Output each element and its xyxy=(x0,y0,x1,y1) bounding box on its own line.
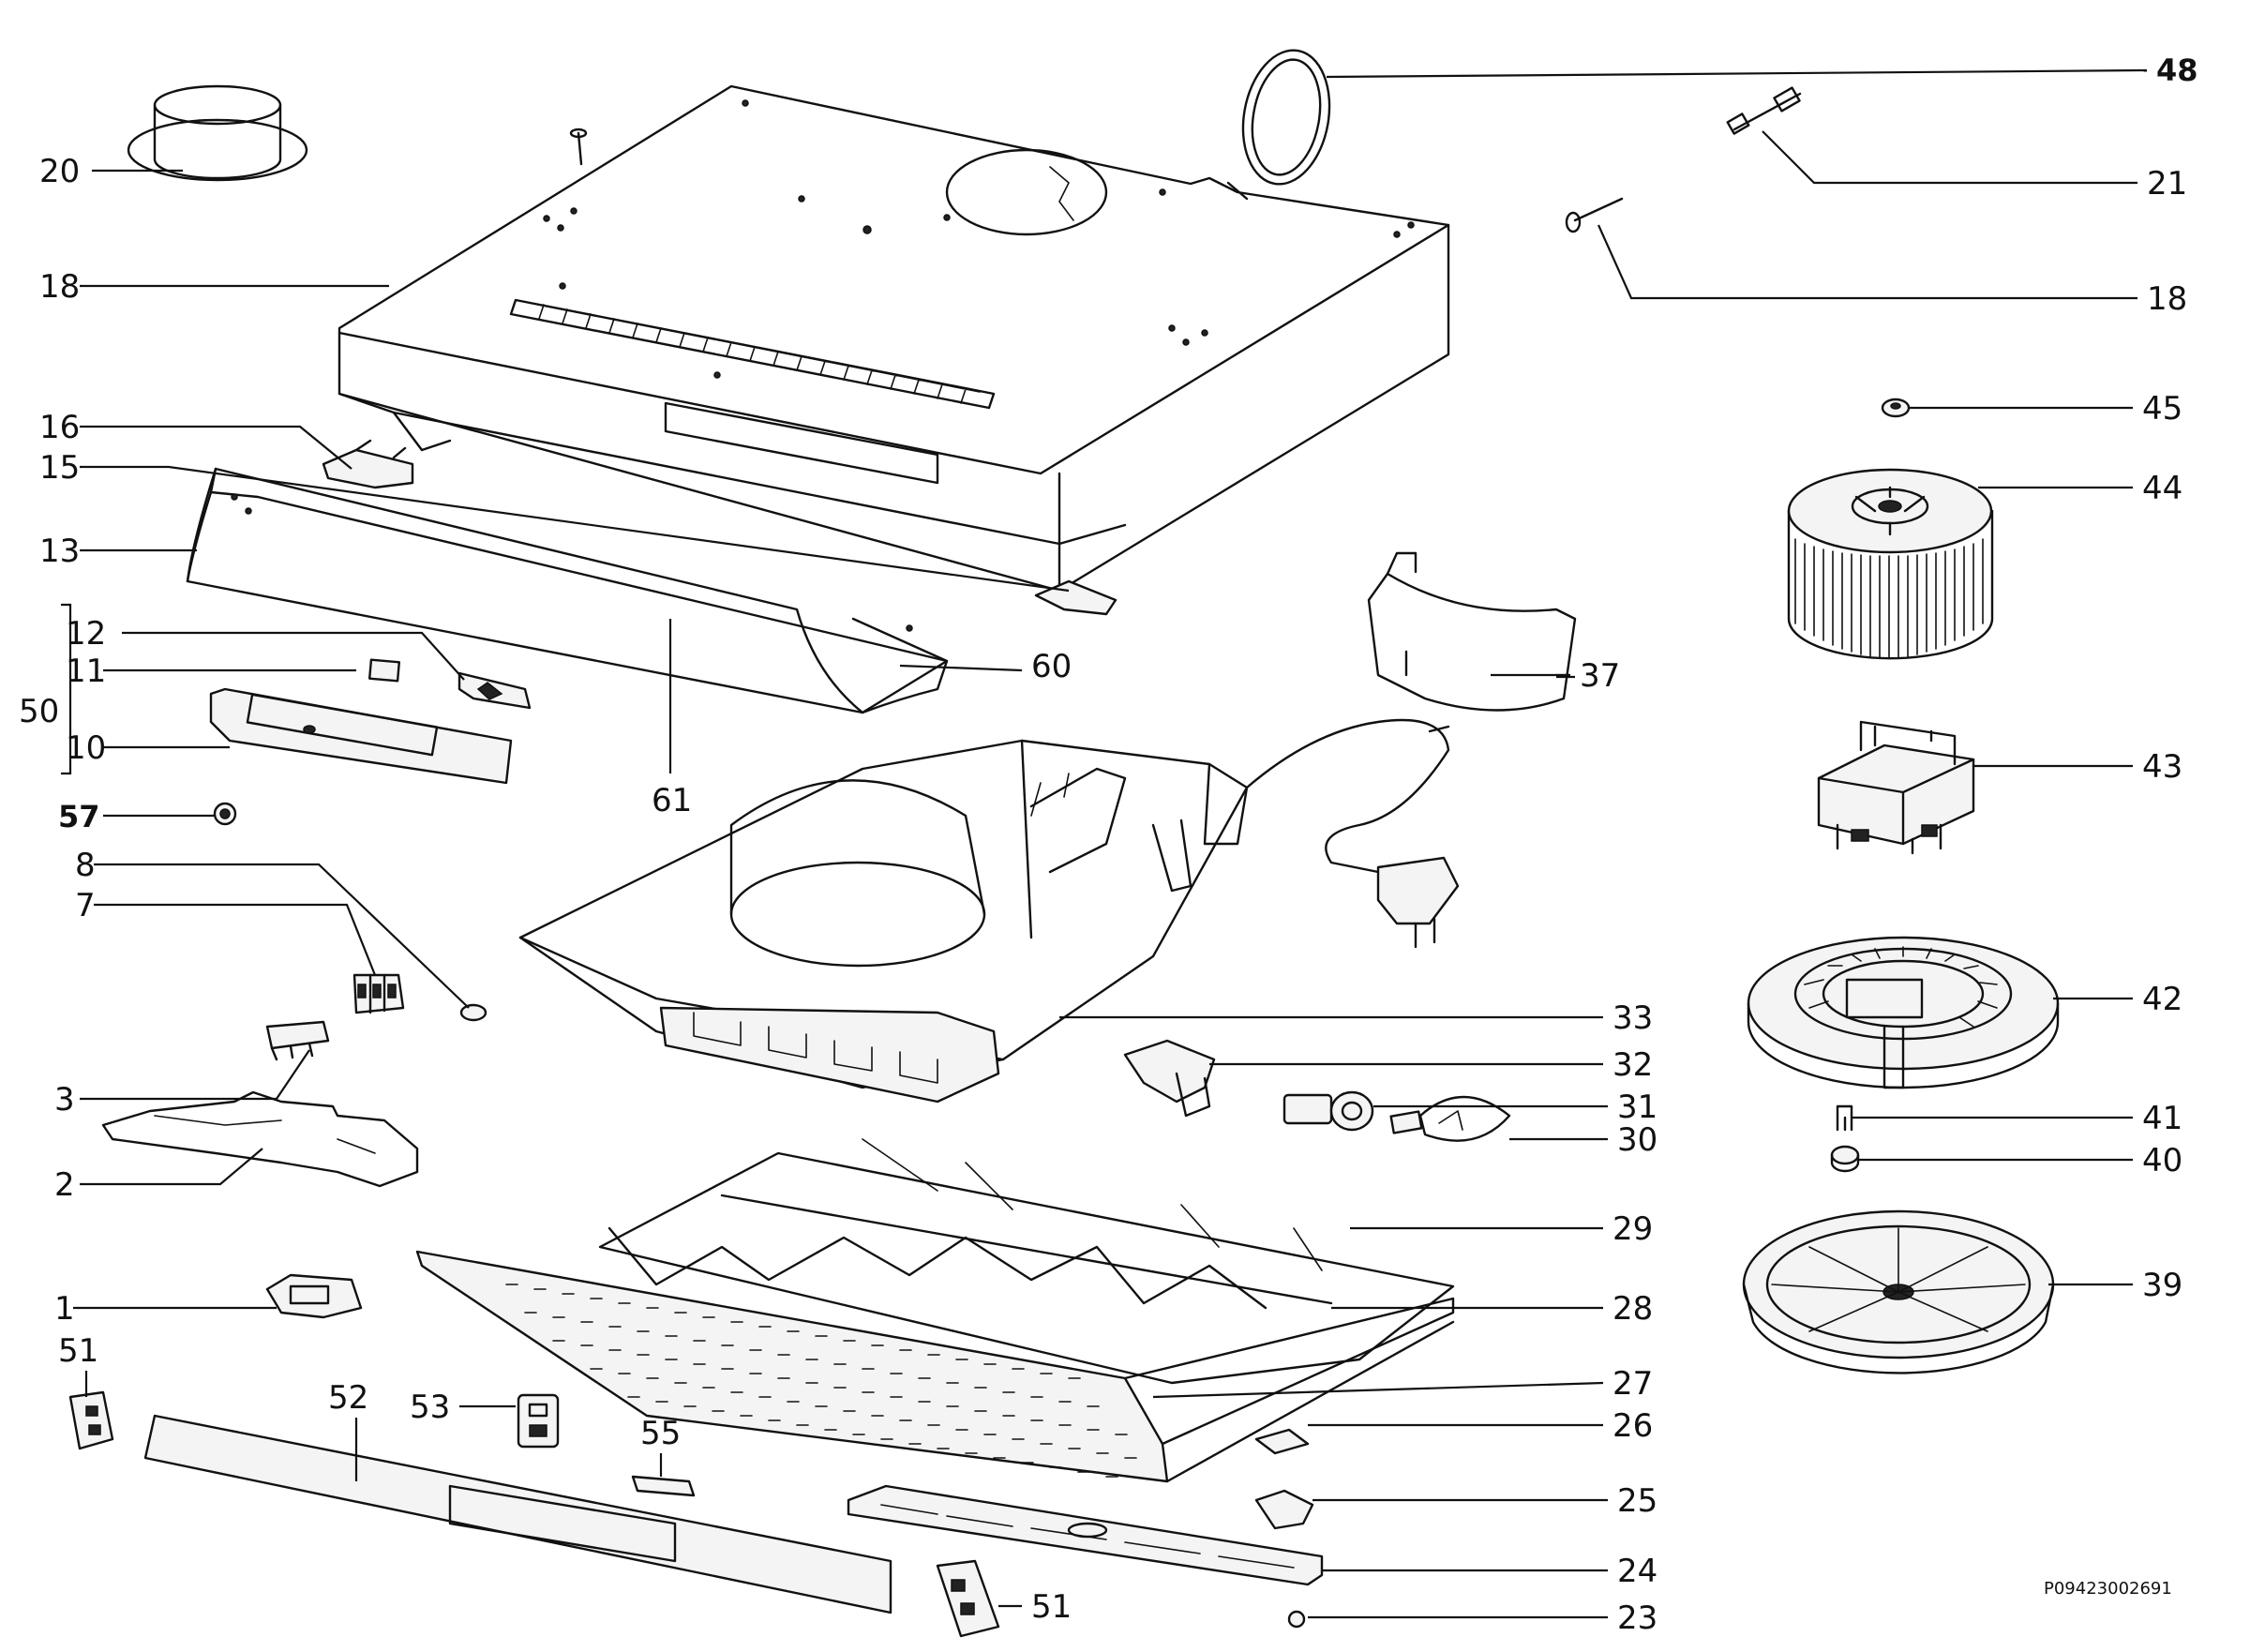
callout-3: 3 xyxy=(54,1081,75,1119)
part-44-fan-impeller xyxy=(1787,468,1994,660)
callout-48: 48 xyxy=(2156,53,2198,88)
part-55-clip xyxy=(631,1475,696,1497)
part-51-end-cap-left xyxy=(68,1390,114,1450)
callout-labels: 48 21 18 45 44 37 43 42 33 32 31 30 41 4… xyxy=(19,53,2198,1637)
part-13-front-panel xyxy=(186,467,949,714)
part-23-screw xyxy=(1287,1610,1306,1629)
callout-16: 16 xyxy=(39,409,80,446)
part-7-switch-block xyxy=(352,973,405,1014)
callout-52: 52 xyxy=(328,1379,368,1417)
part-24-control-strip xyxy=(847,1484,1324,1586)
reference-code: P09423002691 xyxy=(2044,1579,2172,1599)
part-37-cable-cover xyxy=(1367,551,1577,712)
part-30-bulb xyxy=(1389,1095,1511,1142)
callout-51-right: 51 xyxy=(1031,1588,1072,1626)
part-31-lamp-socket xyxy=(1282,1090,1374,1132)
part-25-clip xyxy=(1254,1489,1314,1530)
callout-12: 12 xyxy=(66,615,106,653)
callout-61: 61 xyxy=(652,782,692,819)
part-27-grease-filter xyxy=(415,1250,1455,1483)
callout-25: 25 xyxy=(1617,1482,1658,1520)
callout-53: 53 xyxy=(410,1389,450,1426)
part-1-bracket xyxy=(265,1273,363,1319)
callout-32: 32 xyxy=(1612,1046,1653,1084)
callout-1: 1 xyxy=(54,1290,75,1328)
callout-2: 2 xyxy=(54,1166,75,1204)
part-2-bracket xyxy=(101,1090,419,1188)
callout-11: 11 xyxy=(66,653,106,690)
part-18-hood-body xyxy=(338,84,1450,593)
part-51-end-cap-right xyxy=(936,1559,1000,1638)
part-18-screw-right xyxy=(1565,197,1624,233)
part-33-blower-housing xyxy=(518,739,1249,1104)
callout-18-left: 18 xyxy=(39,268,80,306)
callout-50: 50 xyxy=(19,693,59,730)
callout-51-left: 51 xyxy=(58,1332,98,1370)
callout-33: 33 xyxy=(1612,999,1653,1037)
part-48-ring xyxy=(1241,49,1331,186)
callout-8: 8 xyxy=(75,847,96,884)
callout-29: 29 xyxy=(1612,1210,1653,1248)
callout-28: 28 xyxy=(1612,1290,1653,1328)
part-39-fan-cover xyxy=(1742,1209,2055,1374)
part-3-connector xyxy=(265,1020,330,1061)
part-power-cord xyxy=(1245,718,1460,949)
part-41-clip xyxy=(1836,1104,1853,1132)
callout-23: 23 xyxy=(1617,1599,1658,1637)
callout-18-right: 18 xyxy=(2147,280,2187,318)
part-12-lens xyxy=(458,671,532,710)
callout-39: 39 xyxy=(2142,1267,2182,1304)
part-16-hinge xyxy=(322,411,1118,616)
part-11-button xyxy=(368,658,401,683)
part-26-clip xyxy=(1254,1428,1310,1455)
part-21-fastener xyxy=(1726,86,1802,135)
callout-57: 57 xyxy=(58,799,100,834)
callout-43: 43 xyxy=(2142,748,2182,786)
callout-13: 13 xyxy=(39,533,80,570)
part-20-duct-collar xyxy=(127,84,308,182)
part-29-filter-frame xyxy=(598,1138,1455,1385)
callout-37: 37 xyxy=(1580,657,1620,695)
callout-60: 60 xyxy=(1031,648,1072,685)
part-32-holder xyxy=(1123,1039,1216,1118)
part-10-switch-panel xyxy=(209,687,513,785)
part-43-motor xyxy=(1817,720,1975,855)
callout-41: 41 xyxy=(2142,1100,2182,1137)
part-40-nut xyxy=(1830,1145,1860,1173)
part-screw-top xyxy=(569,128,588,166)
part-8-spring xyxy=(459,1003,488,1022)
callout-30: 30 xyxy=(1617,1121,1658,1159)
callout-24: 24 xyxy=(1617,1553,1658,1590)
callout-15: 15 xyxy=(39,449,80,487)
callout-20: 20 xyxy=(39,153,80,190)
callout-55: 55 xyxy=(640,1415,681,1452)
part-45-nut xyxy=(1881,398,1911,418)
part-57-knob xyxy=(213,802,237,826)
callout-21: 21 xyxy=(2147,165,2187,203)
part-52-front-trim xyxy=(143,1414,892,1614)
callout-42: 42 xyxy=(2142,981,2182,1018)
callout-26: 26 xyxy=(1612,1407,1653,1445)
callout-44: 44 xyxy=(2142,470,2182,507)
callout-45: 45 xyxy=(2142,390,2182,428)
part-53-label-plate xyxy=(517,1393,560,1449)
callout-7: 7 xyxy=(75,887,96,924)
callout-31: 31 xyxy=(1617,1089,1658,1126)
part-42-fan-housing xyxy=(1747,936,2060,1089)
callout-27: 27 xyxy=(1612,1365,1653,1403)
callout-40: 40 xyxy=(2142,1142,2182,1179)
leader-lines xyxy=(61,68,2148,1619)
callout-10: 10 xyxy=(66,729,106,767)
